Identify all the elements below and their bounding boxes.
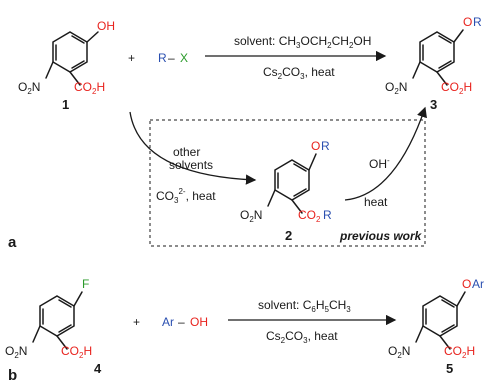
compound-number-3: 3 (430, 97, 437, 112)
compound-1: OH O2N CO2H 1 (18, 19, 115, 112)
carboxyl-label-4: CO2H (61, 344, 92, 360)
phenol-reagent: Ar – OH (162, 315, 208, 329)
hydrolysis-arrow (344, 106, 427, 201)
nitro-label-5: O2N (388, 344, 410, 360)
fluoro-label: F (82, 277, 89, 291)
r-group-label: R (158, 51, 167, 65)
compound-number-4: 4 (94, 361, 102, 376)
x-halide-label: X (180, 51, 188, 65)
ar-group-label: Ar (162, 315, 174, 329)
compound-3: O R O2N CO2H 3 (385, 15, 482, 112)
ether-oxygen-label-2: O (311, 139, 320, 153)
compound-number-5: 5 (446, 361, 453, 376)
previous-work-label: previous work (339, 229, 423, 243)
phenol-oh-label: OH (190, 315, 208, 329)
compound-number-1: 1 (62, 97, 69, 112)
ether-r-label-2: R (321, 139, 330, 153)
compound-4: F O2N CO2H 4 (5, 277, 102, 376)
carbonate-heat-label: CO32-, heat (156, 187, 216, 205)
panel-label-a: a (8, 234, 17, 251)
panel-label-b: b (8, 367, 17, 384)
ester-r-label: R (323, 208, 332, 222)
previous-work-box (149, 119, 426, 247)
nitro-label-2: O2N (240, 208, 262, 224)
nitro-label: O2N (18, 80, 40, 96)
compound-number-2: 2 (285, 228, 292, 243)
carboxyl-label-5: CO2H (444, 344, 475, 360)
base-condition-a: Cs2CO3, heat (263, 65, 335, 81)
solvent-condition-a: solvent: CH3OCH2CH2OH (234, 34, 371, 50)
curved-arrow-to-2 (129, 111, 257, 185)
compound-2: O R O2N CO2 R 2 (240, 139, 332, 243)
alkyl-halide: R – X (158, 51, 188, 65)
hydroxyl-label: OH (97, 19, 115, 33)
ester-co2-label: CO2 (298, 208, 321, 224)
plus-sign-b: + (133, 315, 140, 329)
hydroxide-label: OH- (369, 156, 390, 171)
solvent-condition-b: solvent: C6H5CH3 (258, 298, 351, 314)
carboxyl-label-3: CO2H (441, 80, 472, 96)
aryl-ether-ar-label: Ar (472, 277, 484, 291)
carboxyl-label: CO2H (74, 80, 105, 96)
aryl-ether-o-label: O (462, 277, 471, 291)
bond-dash-b: – (178, 315, 185, 329)
bond-dash: – (168, 51, 175, 65)
other-label: other (173, 145, 200, 159)
ether-oxygen-label: O (463, 15, 472, 29)
base-condition-b: Cs2CO3, heat (266, 329, 338, 345)
nitro-label-4: O2N (5, 344, 27, 360)
compound-5: O Ar O2N CO2H 5 (388, 277, 484, 376)
nitro-label-3: O2N (385, 80, 407, 96)
solvents-label: solvents (169, 158, 213, 172)
plus-sign-a: + (128, 51, 135, 65)
ether-r-label: R (473, 15, 482, 29)
hydrolysis-heat-label: heat (364, 195, 388, 209)
